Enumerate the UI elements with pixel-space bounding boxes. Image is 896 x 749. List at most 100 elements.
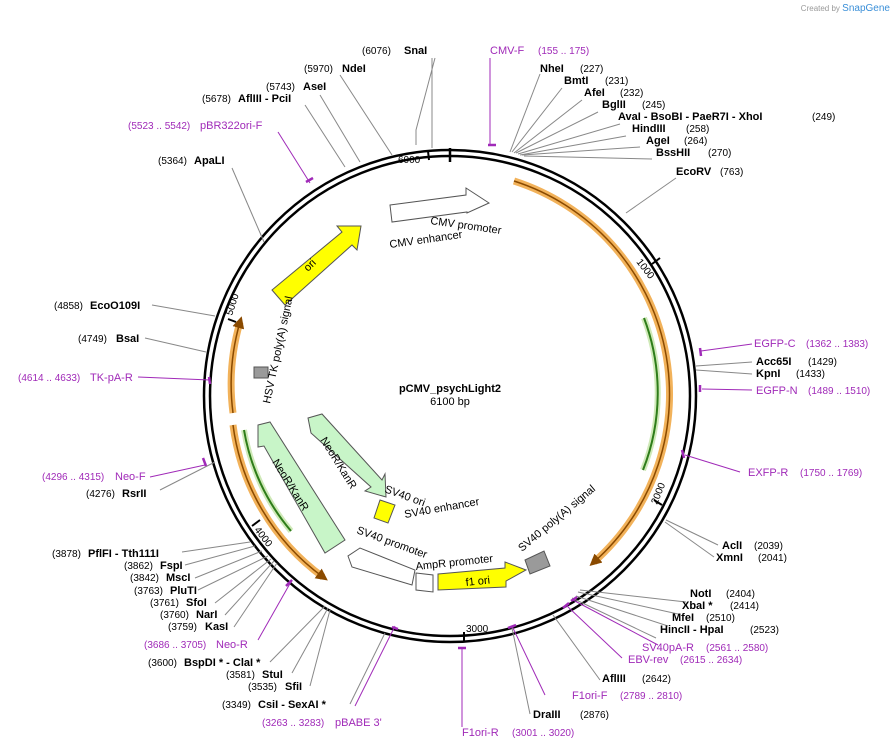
site-name-hindiii: HindIII bbox=[632, 123, 666, 135]
site-pos-asei: (5743) bbox=[266, 82, 295, 93]
snapgene-brand: Created by SnapGene bbox=[801, 3, 890, 14]
site-pos-draiii: (2876) bbox=[580, 710, 609, 721]
sv40-ori-box bbox=[373, 499, 396, 524]
site-pos-kasi: (3759) bbox=[168, 622, 197, 633]
site-pos-pluti: (3763) bbox=[134, 586, 163, 597]
orf-neo-outer-arrow bbox=[232, 424, 328, 581]
gfp-arc bbox=[642, 317, 659, 471]
primer-name-sv40pa-r: SV40pA-R bbox=[642, 642, 694, 654]
site-name-apali: ApaLI bbox=[194, 155, 225, 167]
site-name-bsai: BsaI bbox=[116, 333, 139, 345]
site-name-bglii: BglII bbox=[602, 99, 626, 111]
primer-range-neo-f: (4296 .. 4315) bbox=[42, 472, 104, 483]
created-by-text: Created by bbox=[800, 4, 840, 13]
cmv-promoter-arrow bbox=[389, 187, 491, 223]
site-name-kasi: KasI bbox=[205, 621, 228, 633]
site-name-pflfi: PflFI - Tth111I bbox=[88, 548, 159, 560]
primer-name-f1ori-r: F1ori-R bbox=[462, 727, 499, 739]
neo-inner-arrow bbox=[307, 413, 387, 498]
primer-range-f1ori-r: (3001 .. 3020) bbox=[512, 728, 574, 739]
label-hsv-tk-polya: HSV TK poly(A) signal bbox=[261, 295, 295, 404]
primer-name-egfp-c: EGFP-C bbox=[754, 338, 796, 350]
site-pos-afliii-2: (2642) bbox=[642, 674, 671, 685]
tick-6000: 6000 bbox=[398, 155, 421, 166]
primer-range-egfp-n: (1489 .. 1510) bbox=[808, 386, 870, 397]
site-name-fspi: FspI bbox=[160, 560, 183, 572]
orf-small-arrow bbox=[230, 316, 245, 414]
primer-name-neo-r: Neo-R bbox=[216, 639, 248, 651]
site-pos-ecorv: (763) bbox=[720, 167, 743, 178]
site-name-bspdi-clai: BspDI * - ClaI * bbox=[184, 657, 261, 669]
site-name-ndei: NdeI bbox=[342, 63, 366, 75]
site-pos-afei: (232) bbox=[620, 88, 643, 99]
site-pos-bmti: (231) bbox=[605, 76, 628, 87]
primer-range-pbabe3: (3263 .. 3283) bbox=[262, 718, 324, 729]
orf-psychlight-arrow bbox=[513, 180, 671, 566]
site-name-asei: AseI bbox=[303, 81, 326, 93]
tick-5000: 5000 bbox=[224, 292, 241, 317]
site-pos-xmni: (2041) bbox=[758, 553, 787, 564]
site-name-stui: StuI bbox=[262, 669, 283, 681]
site-pos-nari: (3760) bbox=[160, 610, 189, 621]
site-pos-bsshii: (270) bbox=[708, 148, 731, 159]
neo-green-arc bbox=[243, 429, 292, 532]
primer-name-tk-pa-r: TK-pA-R bbox=[90, 372, 133, 384]
site-pos-xbai: (2414) bbox=[730, 601, 759, 612]
site-name-bmti: BmtI bbox=[564, 75, 588, 87]
site-name-pluti: PluTI bbox=[170, 585, 197, 597]
site-pos-apali: (5364) bbox=[158, 156, 187, 167]
primer-range-f1ori-f: (2789 .. 2810) bbox=[620, 691, 682, 702]
site-name-nari: NarI bbox=[196, 609, 217, 621]
site-name-acli: AclI bbox=[722, 540, 742, 552]
label-sv40-polya: SV40 poly(A) signal bbox=[516, 483, 598, 554]
feature-arrows bbox=[253, 187, 551, 593]
sv40-polya-box bbox=[524, 550, 551, 575]
plasmid-length: 6100 bp bbox=[430, 396, 470, 408]
orf-psychlight-arc bbox=[512, 177, 673, 565]
label-f1-ori: f1 ori bbox=[465, 574, 491, 588]
site-name-sfoi: SfoI bbox=[186, 597, 207, 609]
primer-range-egfp-c: (1362 .. 1383) bbox=[806, 339, 868, 350]
site-name-sfii: SfiI bbox=[285, 681, 302, 693]
site-name-acc65i: Acc65I bbox=[756, 356, 791, 368]
primer-name-ebv-rev: EBV-rev bbox=[628, 654, 669, 666]
site-leaders bbox=[144, 57, 753, 715]
site-pos-kpni: (1433) bbox=[796, 369, 825, 380]
site-name-avai-xhoi: AvaI - BsoBI - PaeR7I - XhoI bbox=[618, 111, 762, 123]
site-pos-hindiii: (258) bbox=[686, 124, 709, 135]
site-name-msci: MscI bbox=[166, 572, 190, 584]
site-name-bsshii: BssHII bbox=[656, 147, 690, 159]
site-name-ecoo109i: EcoO109I bbox=[90, 300, 140, 312]
site-name-afei: AfeI bbox=[584, 87, 605, 99]
ampr-promoter-arrow bbox=[415, 572, 434, 593]
site-name-snabi: SnaI bbox=[404, 45, 427, 57]
site-pos-mfei: (2510) bbox=[706, 613, 735, 624]
site-pos-ecoo109i: (4858) bbox=[54, 301, 83, 312]
site-name-nhei: NheI bbox=[540, 63, 564, 75]
site-name-xmni: XmnI bbox=[716, 552, 743, 564]
site-name-hincii-hpai: HincII - HpaI bbox=[660, 624, 724, 636]
site-name-afliii-pcii: AflIII - PciI bbox=[238, 93, 291, 105]
site-pos-csii: (3349) bbox=[222, 700, 251, 711]
site-pos-acc65i: (1429) bbox=[808, 357, 837, 368]
hsv-tk-polya-box bbox=[253, 366, 269, 379]
site-name-noti: NotI bbox=[690, 588, 711, 600]
site-pos-afliii-pcii: (5678) bbox=[202, 94, 231, 105]
primer-name-cmv-f: CMV-F bbox=[490, 45, 525, 57]
site-name-rsrii: RsrII bbox=[122, 488, 146, 500]
primer-range-tk-pa-r: (4614 .. 4633) bbox=[18, 373, 80, 384]
site-pos-snabi: (6076) bbox=[362, 46, 391, 57]
tick-3000: 3000 bbox=[466, 624, 489, 635]
primer-name-egfp-n: EGFP-N bbox=[756, 385, 798, 397]
site-pos-ndei: (5970) bbox=[304, 64, 333, 75]
snapgene-logo-text: SnapGene bbox=[842, 3, 890, 14]
orf-arcs bbox=[227, 177, 673, 581]
site-pos-rsrii: (4276) bbox=[86, 489, 115, 500]
site-pos-sfii: (3535) bbox=[248, 682, 277, 693]
primer-range-exfp-r: (1750 .. 1769) bbox=[800, 468, 862, 479]
f1-ori-arrow bbox=[437, 561, 528, 591]
primer-name-f1ori-f: F1ori-F bbox=[572, 690, 608, 702]
site-pos-acli: (2039) bbox=[754, 541, 783, 552]
sv40-promoter-arrow bbox=[347, 547, 416, 586]
